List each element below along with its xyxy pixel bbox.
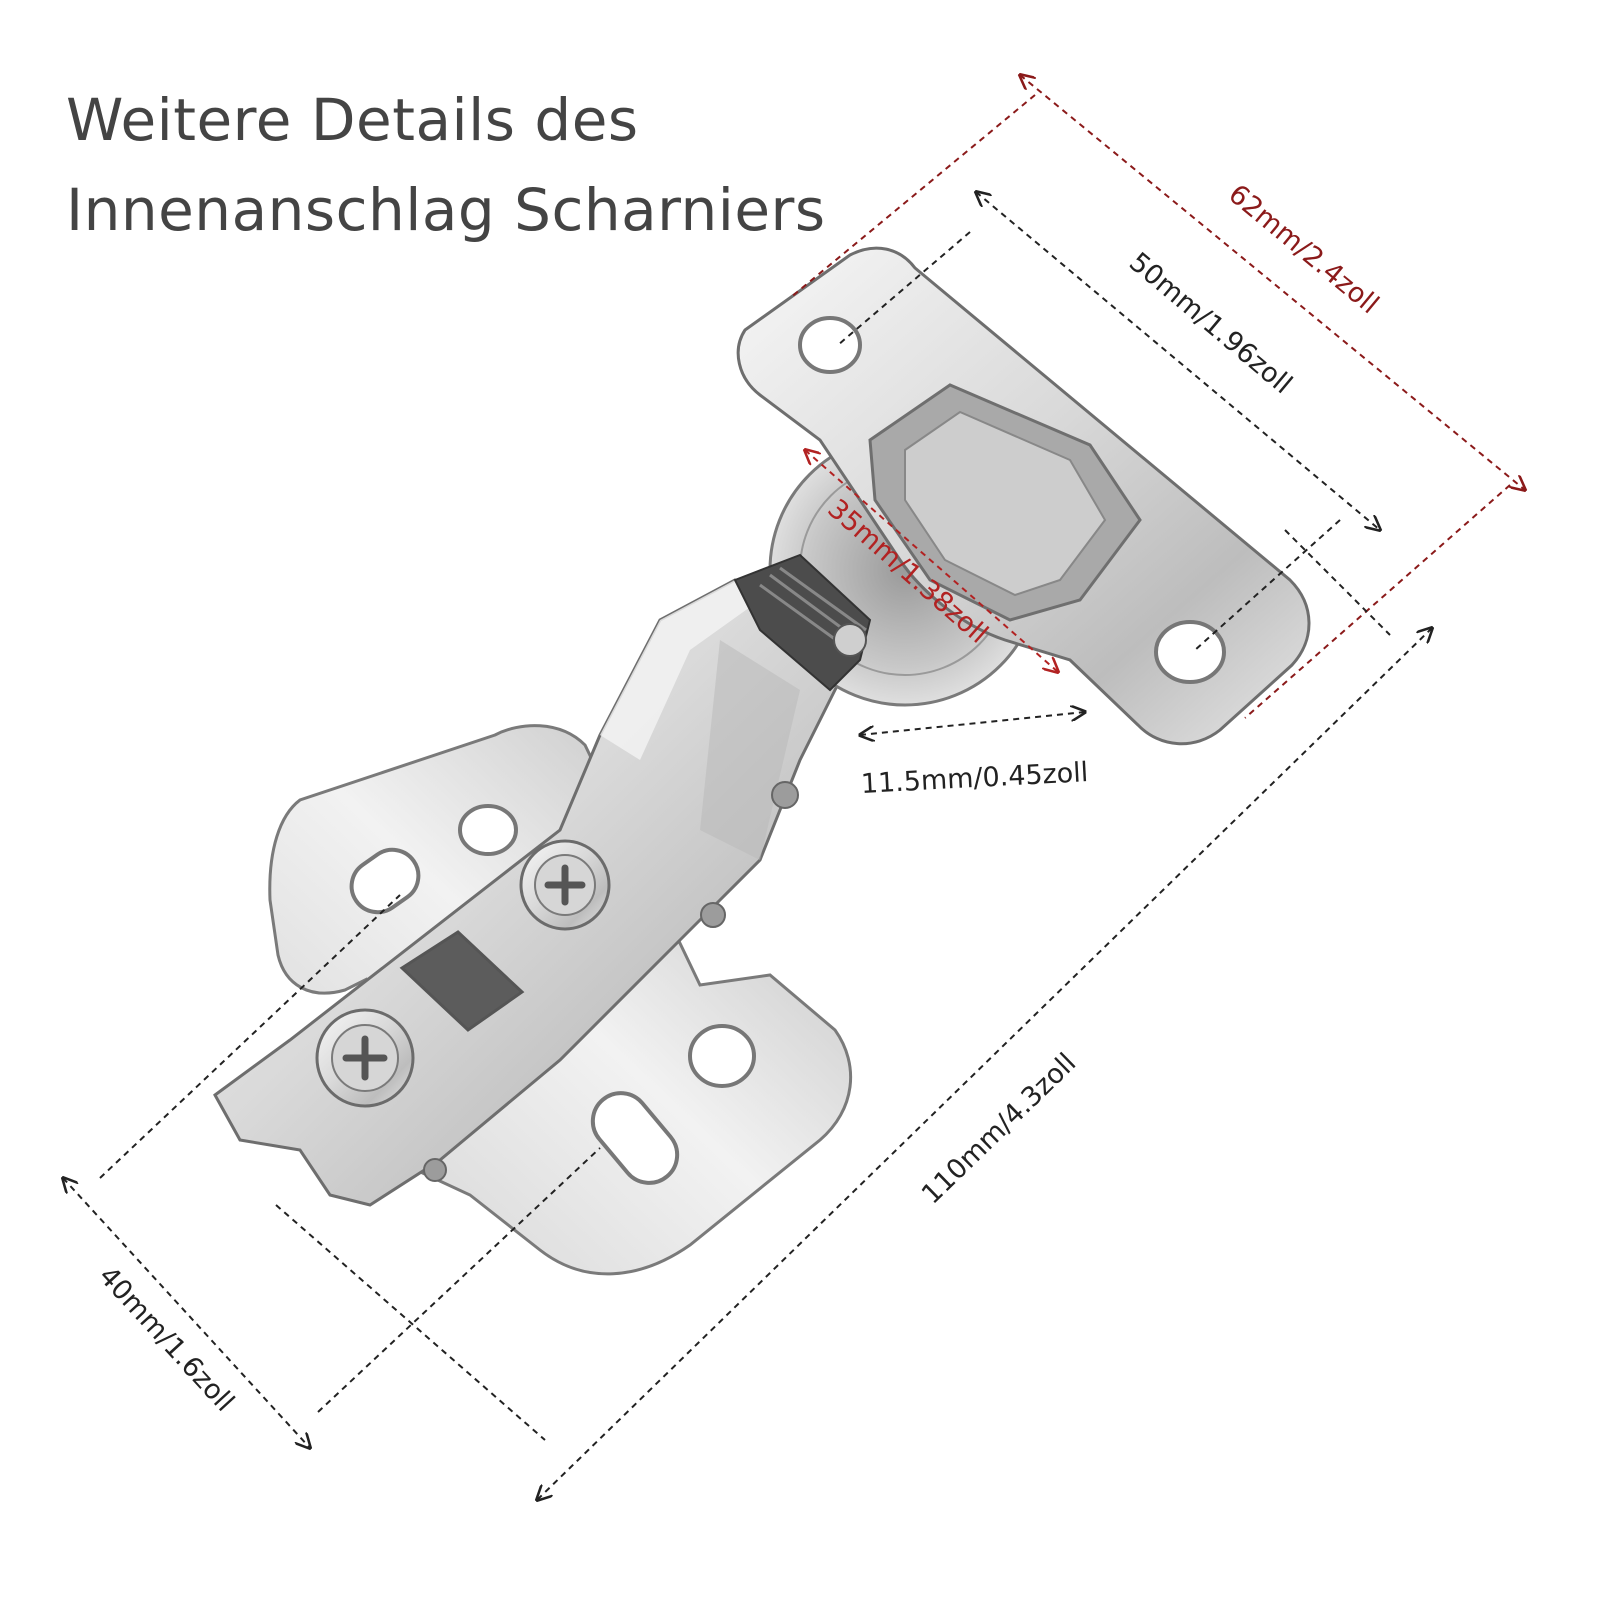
label-hole-spacing: 50mm/1.96zoll: [1123, 247, 1298, 401]
plate-slot-icon: [349, 847, 421, 915]
adjustment-screw-upper: [519, 839, 611, 931]
wing-hole-icon: [1154, 620, 1226, 684]
dim-extension: [837, 231, 971, 346]
dim-line-plate-width: [63, 1178, 310, 1448]
adjustment-screw-lower: [315, 1008, 415, 1108]
title-line-1: Weitere Details des: [66, 86, 639, 154]
dim-extension: [1244, 484, 1511, 719]
rivet-icon: [700, 902, 726, 928]
arm-window-icon: [399, 930, 525, 1032]
dim-extension: [99, 894, 401, 1179]
label-cup-offset: 11.5mm/0.45zoll: [860, 757, 1089, 800]
plate-hole-icon: [458, 804, 518, 856]
plate-hole-icon: [688, 1024, 756, 1088]
label-overall-width: 62mm/2.4zoll: [1222, 179, 1384, 321]
rivet-icon: [423, 1158, 447, 1182]
rivet-icon: [771, 781, 799, 809]
dim-extension: [275, 1204, 546, 1441]
dim-line-cup-offset: [860, 712, 1085, 735]
hinge-illustration: [213, 246, 1311, 1276]
dim-extension: [789, 94, 1036, 299]
label-plate-width: 40mm/1.6zoll: [92, 1261, 240, 1418]
wing-hole-icon: [798, 316, 862, 374]
dim-extension: [317, 1147, 601, 1413]
dimension-lines: [63, 75, 1525, 1500]
dim-line-overall-width: [1020, 75, 1525, 490]
title-line-2: Innenanschlag Scharniers: [66, 176, 826, 244]
label-overall-length: 110mm/4.3zoll: [916, 1047, 1082, 1210]
dim-extension: [1284, 529, 1391, 636]
